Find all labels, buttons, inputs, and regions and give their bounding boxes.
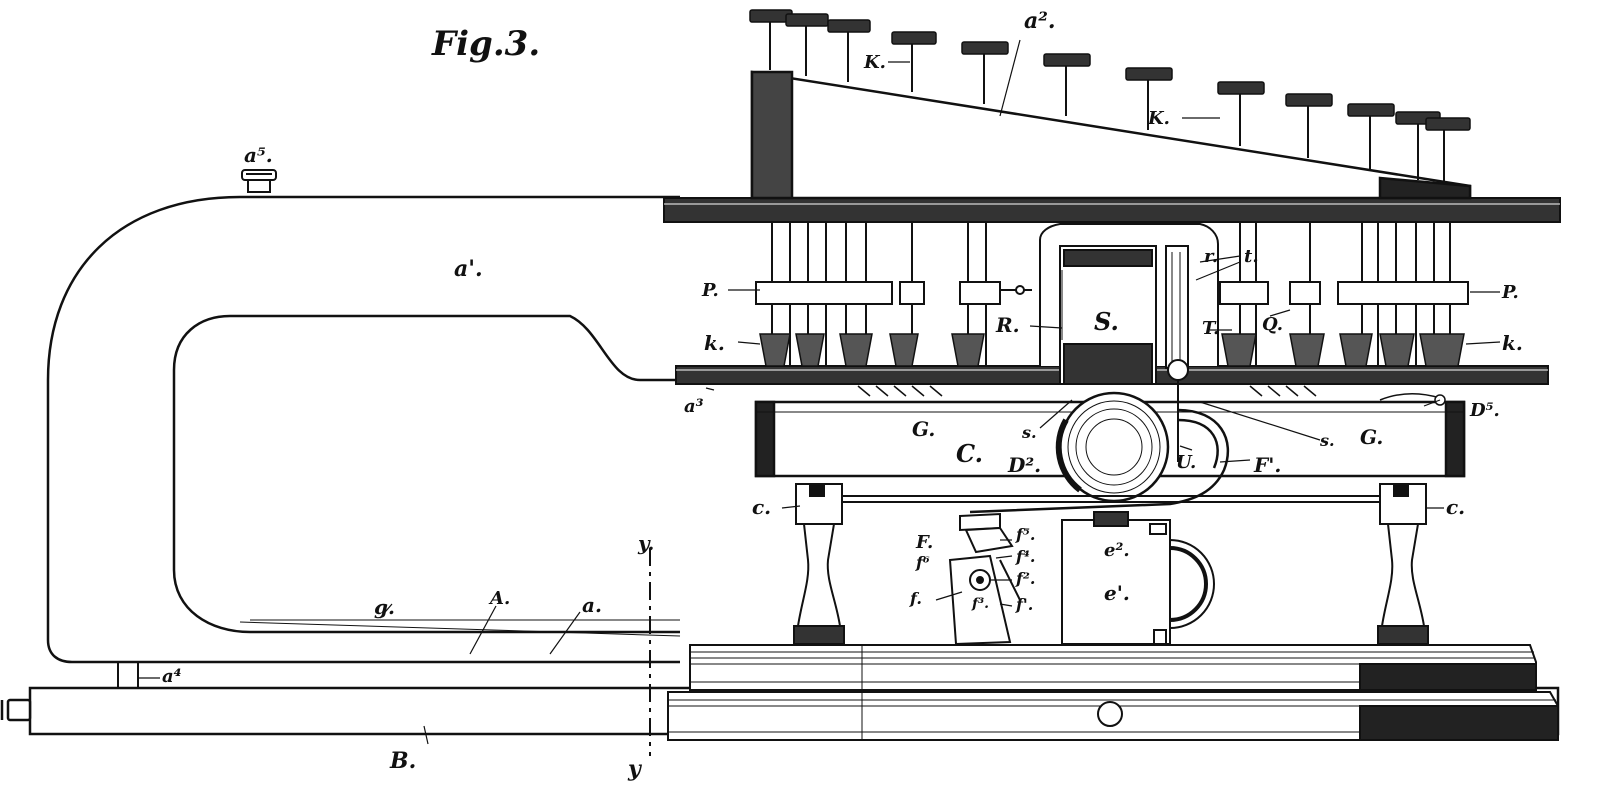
label-B: B. <box>389 748 416 774</box>
upper-plate <box>663 197 1561 223</box>
label-a5: a⁵. <box>244 143 273 167</box>
label-a4: a⁴ <box>162 666 182 687</box>
label-f3: f³. <box>971 596 989 612</box>
post-right <box>1377 483 1429 645</box>
label-F: F. <box>915 532 933 553</box>
ribbon-spool-s <box>1059 245 1157 385</box>
key-housing <box>750 70 1472 200</box>
label-K-right: K. <box>1147 108 1170 129</box>
key-caps <box>749 9 1471 131</box>
label-e2: e². <box>1104 540 1130 561</box>
label-s-right: s. <box>1319 431 1335 450</box>
label-D2: D². <box>1007 453 1041 477</box>
label-P-left: P. <box>701 280 719 301</box>
label-C: C. <box>956 439 983 468</box>
label-f4: f⁴. <box>1015 547 1035 566</box>
type-heads <box>759 333 1465 367</box>
label-A: A. <box>488 588 510 609</box>
leader-lines <box>138 39 1501 745</box>
lever-mechanism <box>948 512 1021 646</box>
label-c-left: c. <box>752 495 771 519</box>
label-y-bottom: y <box>627 756 643 782</box>
label-f1: f'. <box>1015 595 1033 614</box>
label-a: a. <box>582 593 602 617</box>
lower-teeth-g <box>857 385 1446 406</box>
label-Q: Q. <box>1262 314 1283 335</box>
frame-neck <box>117 662 139 688</box>
label-P-right: P. <box>1501 282 1519 303</box>
track-rail <box>842 495 1380 503</box>
label-g: g. <box>374 595 395 619</box>
curved-spring <box>969 408 1230 514</box>
label-F1: F'. <box>1253 453 1281 477</box>
figure-title: Fig.3. <box>431 24 540 64</box>
label-U: U. <box>1176 452 1196 473</box>
key-stems <box>769 20 1445 184</box>
label-c-right: c. <box>1446 495 1465 519</box>
label-G-right: G. <box>1360 425 1383 449</box>
c-frame-arm <box>46 195 681 664</box>
label-f2: f². <box>1015 569 1035 588</box>
label-S: S. <box>1094 307 1119 336</box>
label-K-left: K. <box>863 52 886 73</box>
label-R: R. <box>995 313 1020 337</box>
label-e1: e'. <box>1104 581 1130 605</box>
label-T: T. <box>1202 318 1219 339</box>
label-k-right: k. <box>1502 331 1523 355</box>
label-r: r. <box>1204 246 1218 267</box>
bar-p <box>755 281 1469 305</box>
lower-support <box>1061 511 1215 645</box>
label-a2: a². <box>1024 8 1056 34</box>
label-a3: a³ <box>684 396 704 417</box>
label-a1: a'. <box>454 256 483 282</box>
platen-roller <box>1055 391 1170 503</box>
label-k-left: k. <box>704 331 725 355</box>
rack-rt <box>1165 245 1189 462</box>
post-left <box>793 483 845 645</box>
base-platform <box>667 644 1559 741</box>
label-D5: D⁵. <box>1469 400 1500 421</box>
top-knob <box>241 169 277 193</box>
reference-labels: a⁵. a'. a². K. K. P. P. k. k. R. S. r. t… <box>162 8 1523 782</box>
label-f5: f⁵. <box>1015 525 1035 544</box>
label-G-left: G. <box>912 417 935 441</box>
label-f6: f⁶ <box>915 553 930 572</box>
label-f: f. <box>909 589 922 608</box>
label-s-left: s. <box>1021 423 1037 442</box>
label-y-top: y. <box>637 531 654 555</box>
label-t: t. <box>1244 246 1259 267</box>
